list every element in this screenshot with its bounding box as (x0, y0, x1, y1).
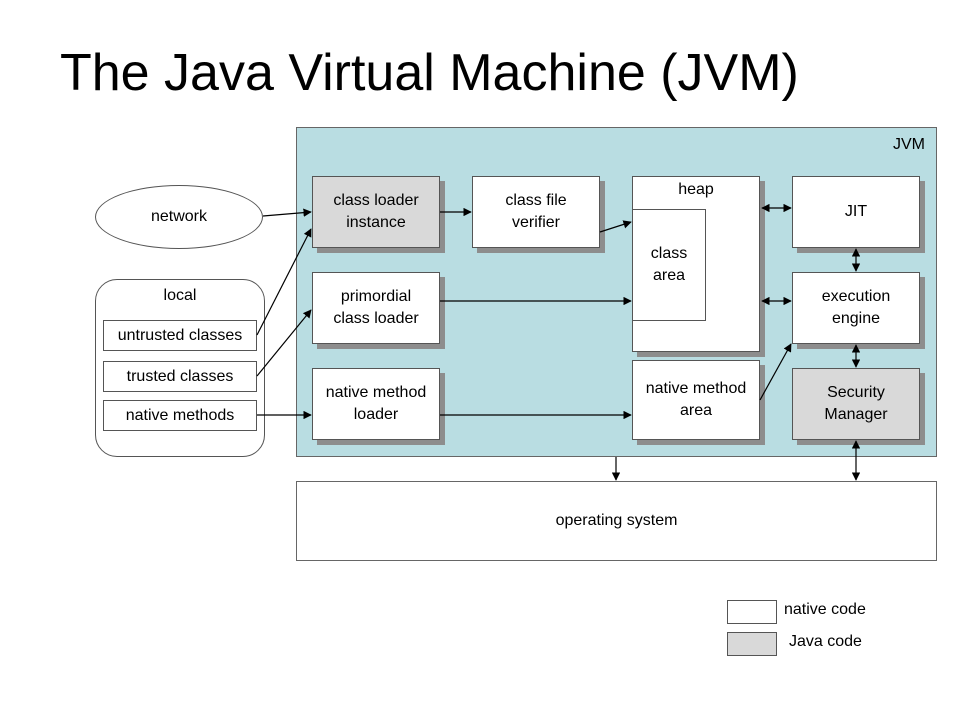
untrusted-classes-label: untrusted classes (117, 326, 243, 344)
native-method-loader-box: native method loader (312, 368, 440, 440)
execution-engine-label: execution engine (821, 288, 891, 327)
security-manager-label: Security Manager (824, 384, 888, 423)
native-method-loader-label: native method loader (325, 384, 427, 423)
heap-box: heap class area (632, 176, 760, 352)
security-manager-box: Security Manager (792, 368, 920, 440)
trusted-classes-label: trusted classes (126, 367, 234, 385)
heap-label: heap (678, 181, 714, 198)
page-title: The Java Virtual Machine (JVM) (60, 44, 799, 102)
network-label: network (150, 208, 208, 225)
class-loader-instance-box: class loader instance (312, 176, 440, 248)
arrow-untrusted-to-class-loader (256, 228, 312, 336)
class-file-verifier-box: class file verifier (472, 176, 600, 248)
operating-system-box: operating system (296, 481, 937, 561)
arrow-trusted-to-primordial (256, 309, 312, 377)
jvm-label: JVM (893, 136, 925, 153)
arrow-verifier-to-class-area (599, 220, 632, 233)
native-method-area-box: native method area (632, 360, 760, 440)
primordial-class-loader-label: primordial class loader (333, 288, 419, 327)
jit-label: JIT (844, 203, 868, 220)
legend-native-code-swatch (727, 600, 777, 624)
untrusted-classes-box: untrusted classes (103, 320, 257, 351)
native-methods-label: native methods (125, 406, 235, 424)
class-area-box: class area (632, 209, 706, 321)
jit-box: JIT (792, 176, 920, 248)
arrow-nma-to-engine (759, 343, 792, 401)
legend-java-code-label: Java code (789, 633, 862, 650)
local-label: local (163, 287, 197, 304)
network-node: network (95, 185, 263, 249)
arrow-network-to-class-loader (262, 208, 312, 217)
legend-native-code-label: native code (784, 601, 866, 618)
legend-java-code-swatch (727, 632, 777, 656)
primordial-class-loader-box: primordial class loader (312, 272, 440, 344)
execution-engine-box: execution engine (792, 272, 920, 344)
class-loader-instance-label: class loader instance (333, 192, 419, 231)
class-file-verifier-label: class file verifier (505, 192, 567, 231)
native-method-area-label: native method area (645, 380, 747, 419)
trusted-classes-box: trusted classes (103, 361, 257, 392)
class-area-label: class area (650, 245, 688, 284)
operating-system-label: operating system (555, 512, 678, 529)
native-methods-box: native methods (103, 400, 257, 431)
